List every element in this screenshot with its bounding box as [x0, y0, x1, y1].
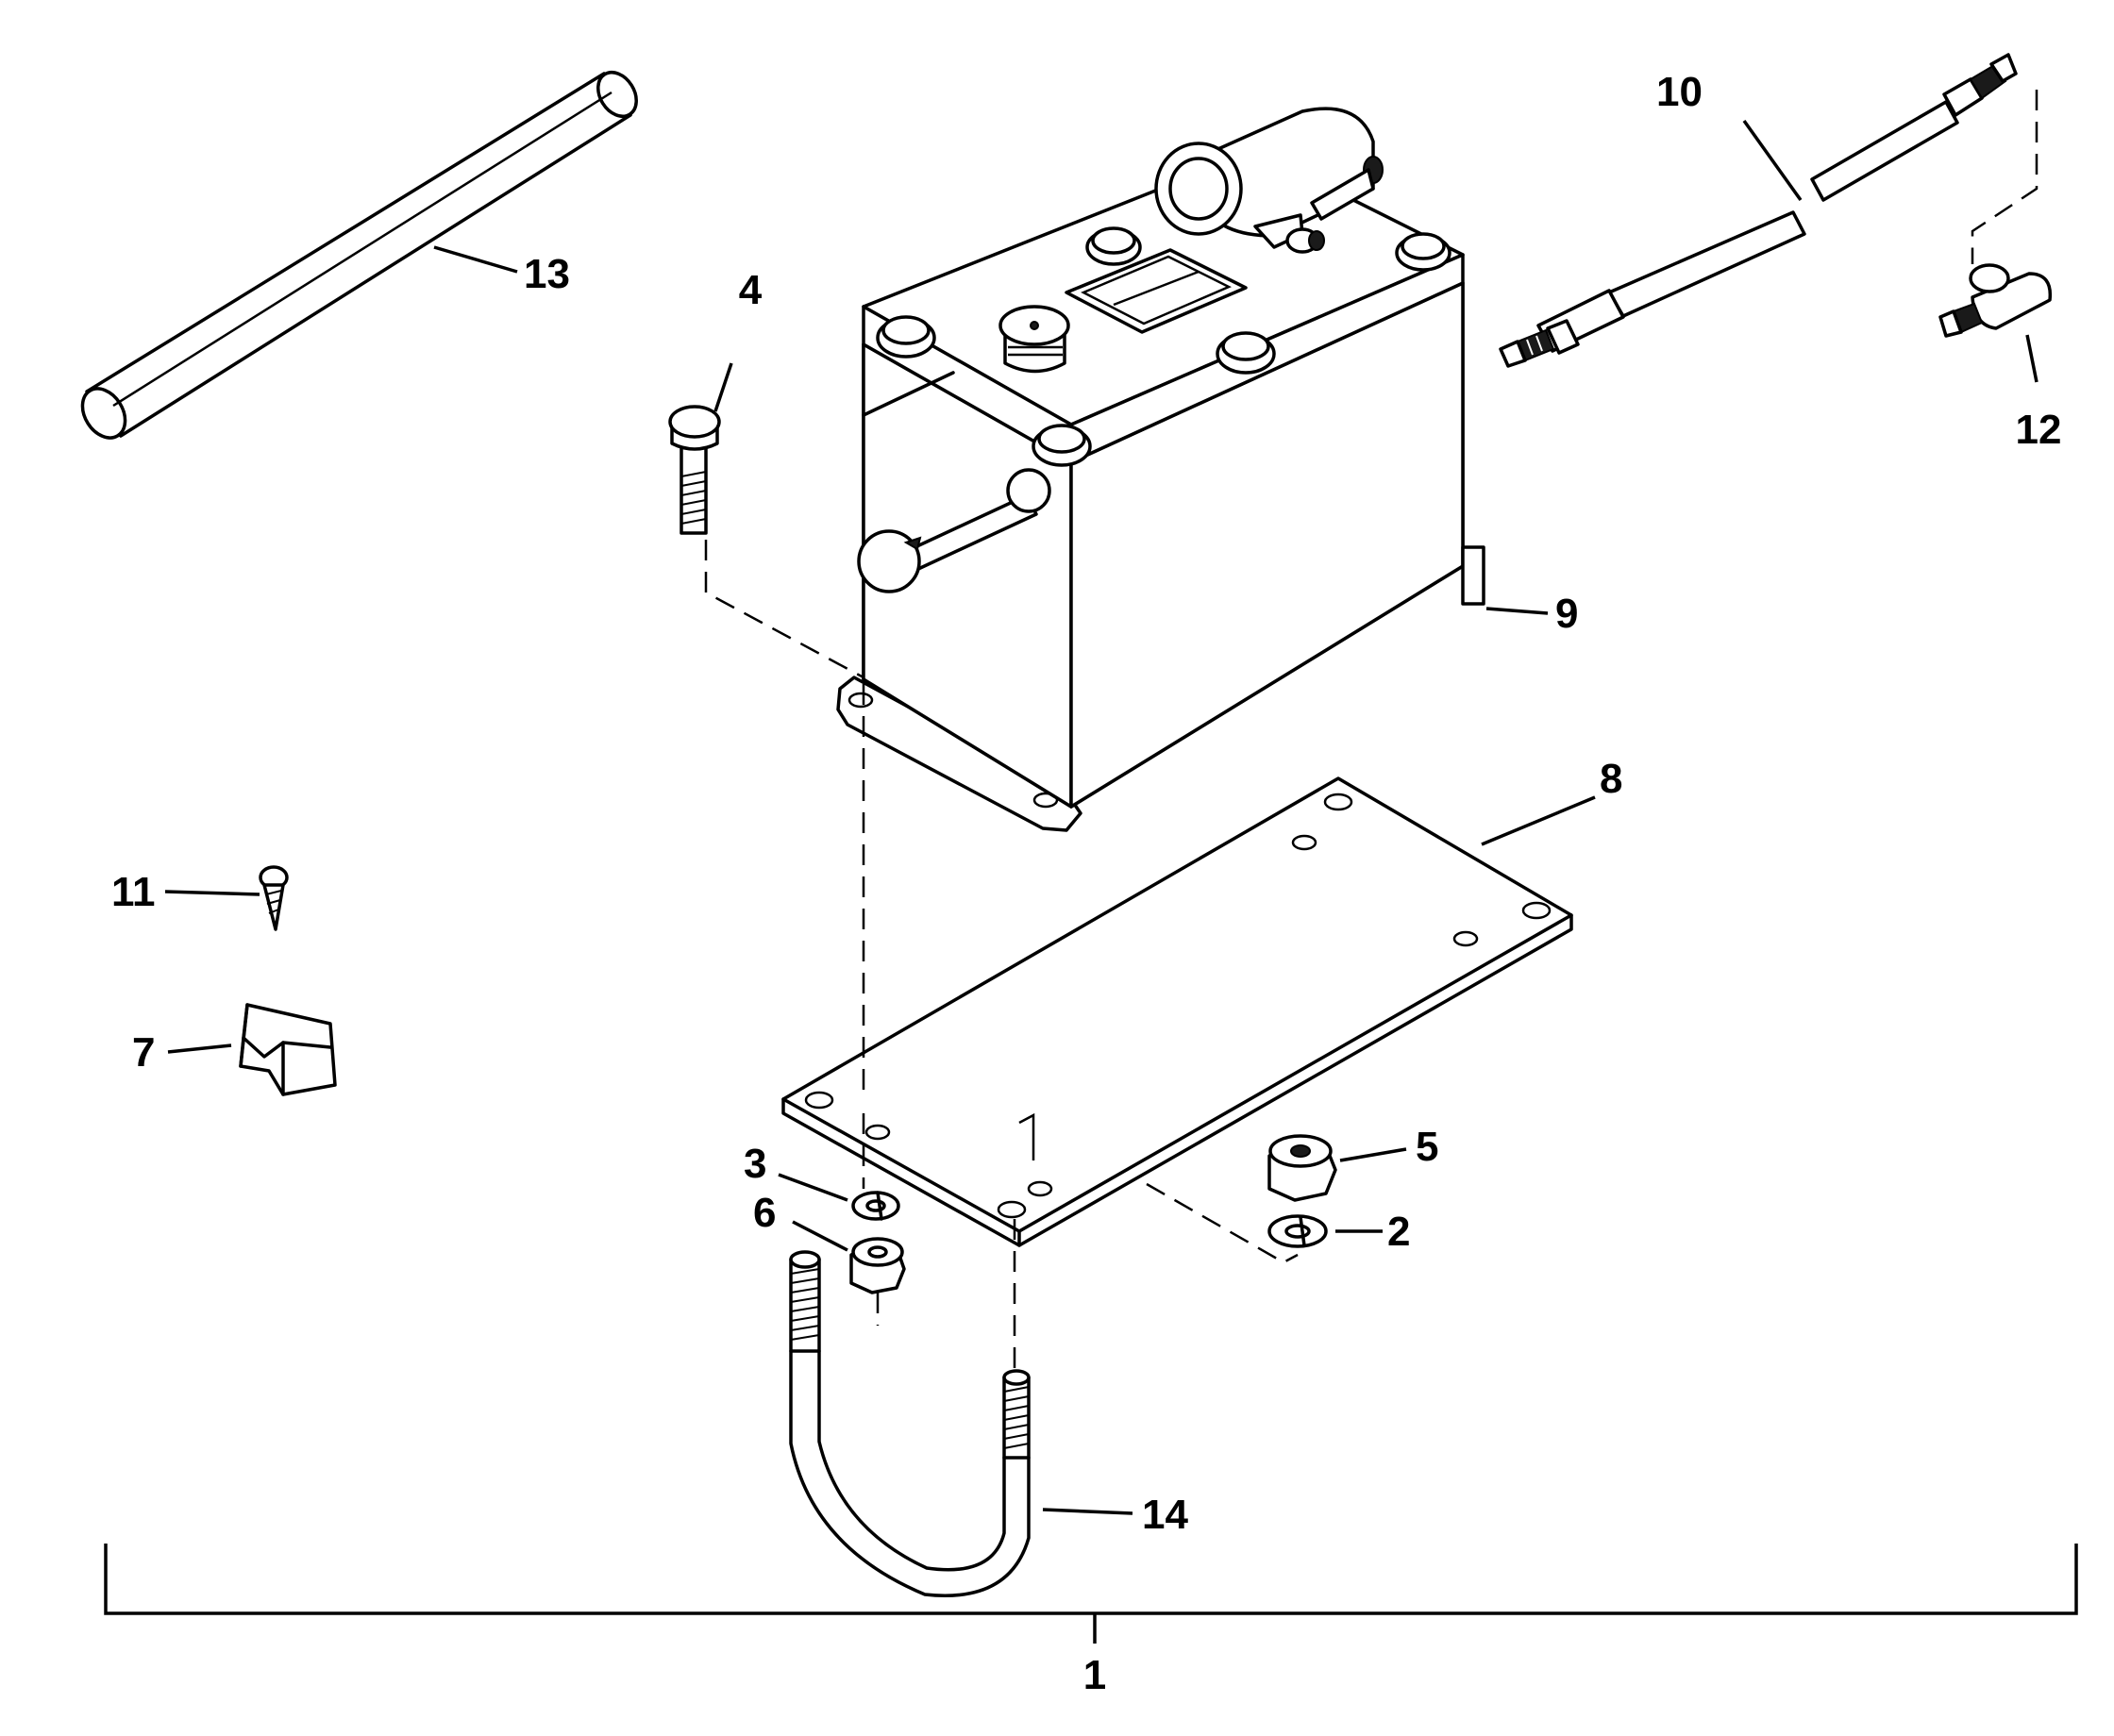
part-5-nut: [1267, 1134, 1337, 1202]
callout-7: 7: [132, 1029, 155, 1076]
callout-10: 10: [1656, 69, 1703, 115]
callout-14: 14: [1142, 1492, 1188, 1538]
leader-lines: [164, 119, 2038, 1515]
part-12-elbow-fitting: [1938, 263, 2053, 338]
part-8-mounting-plate: [781, 776, 1573, 1247]
callout-2: 2: [1387, 1209, 1410, 1255]
callout-13: 13: [524, 251, 570, 297]
callout-6: 6: [753, 1190, 776, 1236]
part-13-tube: [80, 71, 638, 440]
callout-9: 9: [1555, 591, 1578, 637]
callout-labels: 1 2 3 4 5 6 7 8 9 10 11 12 13 14: [111, 69, 2061, 1698]
assembly-bracket: [104, 1544, 2078, 1644]
lid-bolts: [876, 226, 1451, 467]
callout-1: 1: [1083, 1652, 1106, 1698]
part-7-clip: [239, 1003, 337, 1096]
part-2-lock-washer: [1267, 1214, 1328, 1248]
part-10-hose: [1499, 53, 2018, 368]
part-4-bolt: [668, 405, 721, 535]
hose-fitting-left: [1499, 328, 1555, 368]
u-bolt-thread-right: [1002, 1369, 1031, 1460]
callout-11: 11: [111, 869, 156, 915]
hose-fitting-right: [1942, 53, 2018, 117]
callout-3: 3: [744, 1141, 766, 1187]
u-bolt-thread-left: [789, 1250, 821, 1353]
callout-5: 5: [1416, 1124, 1438, 1170]
assembly-lines: [704, 90, 2038, 1373]
pump-handle: [857, 468, 1051, 593]
part-9-pump-body: [836, 107, 1485, 832]
part-11-screw: [259, 865, 289, 931]
callout-12: 12: [2016, 407, 2062, 453]
callout-4: 4: [739, 267, 763, 313]
part-3-lock-washer: [851, 1191, 900, 1221]
callout-8: 8: [1600, 756, 1622, 802]
fill-plug: [998, 305, 1070, 374]
part-14-u-bolt: [789, 1250, 1031, 1597]
valve-housing: [1154, 107, 1384, 254]
part-6-nut: [849, 1237, 906, 1294]
